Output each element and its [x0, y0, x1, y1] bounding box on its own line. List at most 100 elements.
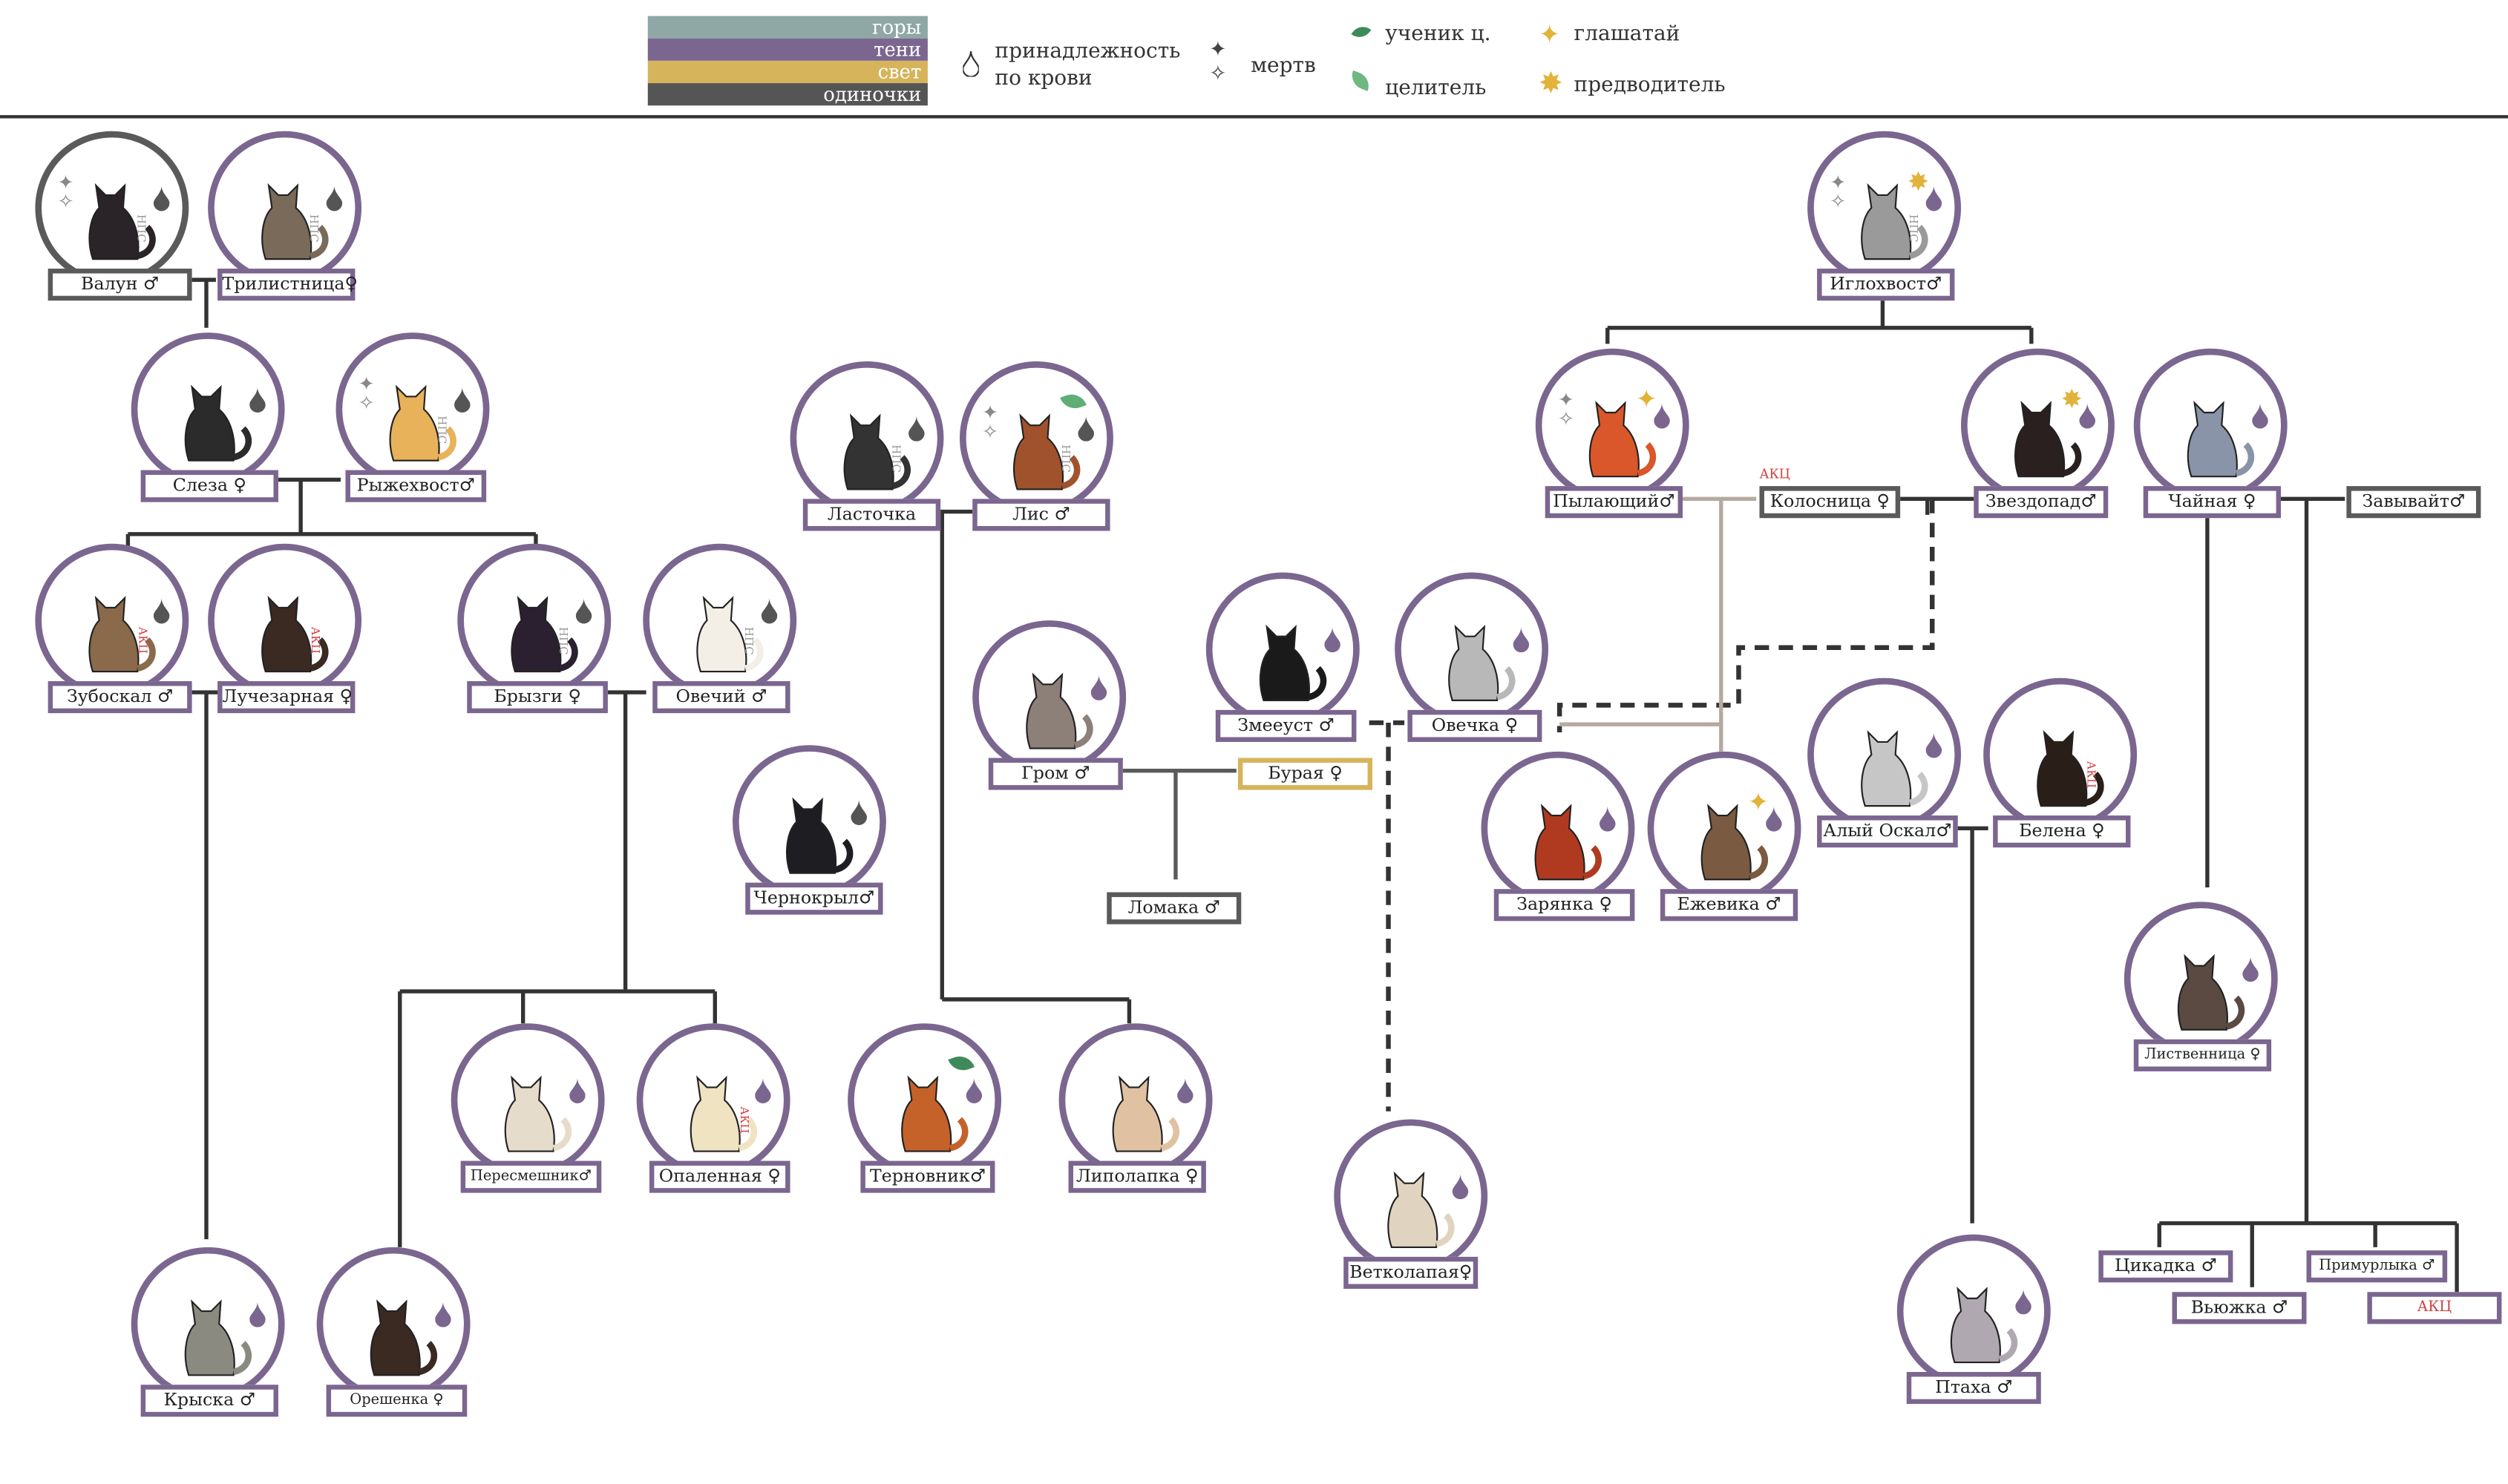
cat-label-oresh[interactable]: Орешенка ♀ — [326, 1385, 468, 1417]
cat-label-primur[interactable]: Примурлыка ♂ — [2306, 1250, 2448, 1283]
cat-portrait — [316, 1247, 471, 1401]
cat-label-grom[interactable]: Гром ♂ — [988, 758, 1123, 790]
cat-node-ptaha[interactable] — [1896, 1234, 2051, 1388]
cat-label-chainaya[interactable]: Чайная ♀ — [2143, 486, 2282, 519]
blood-drop-icon — [1925, 732, 1942, 758]
cat-label-cikadka[interactable]: Цикадка ♂ — [2098, 1250, 2233, 1283]
cat-label-belena[interactable]: Белена ♀ — [1993, 815, 2131, 848]
cat-label-luch[interactable]: Лучезарная ♀ — [217, 681, 356, 714]
akc-tag: АКЦ — [136, 626, 149, 654]
cat-node-sleza[interactable] — [131, 332, 285, 487]
cat-node-vetko[interactable] — [1334, 1119, 1488, 1273]
cat-icon — [2177, 953, 2245, 1031]
cat-node-ternov[interactable] — [848, 1023, 1002, 1178]
akc-tag: АКЦ — [737, 1106, 751, 1134]
cat-label-kolos[interactable]: Колосница ♀ — [1759, 486, 1901, 519]
cat-portrait — [1058, 1023, 1213, 1178]
cat-label-ovech[interactable]: Овечий ♂ — [652, 681, 790, 714]
cat-label-lis[interactable]: Лис ♂ — [972, 499, 1110, 531]
cat-portrait — [451, 1023, 605, 1178]
cat-label-pylay[interactable]: Пылающий♂ — [1545, 486, 1683, 519]
cat-label-ptaha[interactable]: Птаха ♂ — [1906, 1371, 2041, 1405]
cat-label-ovechka[interactable]: Овечка ♀ — [1407, 709, 1542, 742]
npc-tag: НПС — [557, 626, 571, 655]
cat-node-trilist[interactable]: НПС — [208, 131, 362, 285]
cat-label-buraya[interactable]: Бурая ♀ — [1237, 758, 1372, 790]
cat-label-peresm[interactable]: Пересмешник♂ — [460, 1160, 602, 1193]
legend-light: свет — [647, 60, 928, 84]
cat-label-valun[interactable]: Валун ♂ — [48, 269, 192, 301]
cat-node-grom[interactable] — [972, 620, 1127, 775]
cat-node-pylay[interactable]: ✦✧✦ — [1535, 348, 1689, 502]
cat-label-trilist[interactable]: Трилистница♀ — [217, 269, 358, 301]
cat-label-lystv[interactable]: Лиственница ♀ — [2133, 1039, 2272, 1071]
cat-label-vyuzhka[interactable]: Вьюжка ♂ — [2172, 1292, 2307, 1324]
cat-icon — [901, 1075, 969, 1152]
blood-drop-icon — [2079, 403, 2096, 429]
cat-icon — [2014, 401, 2082, 478]
cat-node-lis[interactable]: НПС✦✧ — [960, 361, 1113, 515]
cat-icon — [696, 595, 764, 673]
blood-drop-icon — [1078, 416, 1095, 441]
cat-node-kryska[interactable] — [131, 1247, 285, 1401]
cat-node-zubo[interactable]: АКЦ — [35, 543, 189, 697]
cat-node-zmeeust[interactable] — [1205, 572, 1360, 726]
cat-label-lastoch[interactable]: Ласточка — [802, 499, 941, 531]
cat-icon — [690, 1075, 758, 1152]
cat-node-ovechka[interactable] — [1395, 572, 1549, 726]
cat-node-ovech[interactable]: НПС — [643, 543, 797, 697]
herald-star-icon: ✦ — [1539, 19, 1561, 50]
cat-label-aly[interactable]: Алый Оскал♂ — [1817, 815, 1958, 848]
cat-label-zvedo[interactable]: Звездопад♂ — [1974, 486, 2109, 519]
cat-portrait: НПС✦✧✸ — [1807, 131, 1962, 285]
cat-label-akc-unknown[interactable]: АКЦ — [2367, 1292, 2502, 1324]
cat-label-ezhevika[interactable]: Ежевика ♂ — [1660, 889, 1798, 922]
herald-star-icon: ✦ — [1635, 384, 1657, 415]
blood-drop-icon — [249, 387, 266, 413]
cat-node-peresm[interactable] — [451, 1023, 605, 1178]
cat-label-zmeeust[interactable]: Змееуст ♂ — [1215, 709, 1357, 742]
cat-label-ternov[interactable]: Терновник♂ — [860, 1160, 995, 1193]
cat-label-kryska[interactable]: Крыска ♂ — [140, 1385, 278, 1417]
cat-label-lipo[interactable]: Липолапка ♀ — [1068, 1160, 1206, 1193]
cat-node-lipo[interactable] — [1058, 1023, 1213, 1178]
cat-node-lystv[interactable] — [2124, 902, 2278, 1056]
cat-label-opal[interactable]: Опаленная ♀ — [649, 1160, 790, 1193]
cat-icon — [1700, 804, 1769, 881]
cat-icon — [1588, 401, 1657, 478]
cat-label-lomaka[interactable]: Ломака ♂ — [1107, 892, 1242, 925]
cat-icon — [1448, 624, 1516, 701]
cat-node-zvedo[interactable]: ✸ — [1961, 348, 2115, 502]
cat-portrait: ✦ — [1647, 751, 1801, 905]
cat-node-aly[interactable] — [1807, 677, 1962, 832]
cat-label-igloh[interactable]: Иглохвост♂ — [1817, 269, 1955, 301]
cat-node-bryz[interactable]: НПС — [457, 543, 612, 697]
cat-node-opal[interactable]: АКЦ — [636, 1023, 790, 1178]
cat-node-igloh[interactable]: НПС✦✧✸ — [1807, 131, 1962, 285]
cat-node-oresh[interactable] — [316, 1247, 471, 1401]
cat-node-valun[interactable]: НПС✦✧ — [35, 131, 189, 285]
cat-node-luch[interactable]: АКЦ — [208, 543, 362, 697]
blood-drop-icon — [1090, 674, 1107, 700]
cat-node-lastoch[interactable]: НПС — [790, 361, 944, 515]
cat-node-zaryanka[interactable] — [1481, 751, 1635, 905]
cat-label-zubo[interactable]: Зубоскал ♂ — [48, 681, 192, 714]
cat-label-ryzh[interactable]: Рыжехвост♂ — [345, 470, 487, 502]
cat-portrait — [2124, 902, 2278, 1056]
cat-node-ezhevika[interactable]: ✦ — [1647, 751, 1801, 905]
cat-label-zaryanka[interactable]: Зарянка ♀ — [1493, 889, 1635, 922]
cat-node-chainaya[interactable] — [2133, 348, 2288, 502]
cat-label-chern[interactable]: Чернокрыл♂ — [745, 882, 883, 915]
cat-label-vetko[interactable]: Ветколапая♀ — [1343, 1256, 1479, 1289]
cat-label-sleza[interactable]: Слеза ♀ — [140, 470, 278, 502]
cat-label-zavyv[interactable]: Завывайт♂ — [2346, 486, 2481, 519]
cat-icon — [1861, 729, 1928, 807]
blood-drop-icon — [1513, 626, 1530, 653]
dead-sparkle-icon: ✦✧ — [358, 372, 375, 415]
cat-label-bryz[interactable]: Брызги ♀ — [467, 681, 608, 714]
cat-node-belena[interactable]: АКЦ — [1983, 677, 2138, 832]
blood-drop-icon — [963, 50, 979, 77]
cat-node-ryzh[interactable]: НПС✦✧ — [335, 332, 490, 487]
cat-node-chern[interactable] — [732, 745, 886, 899]
